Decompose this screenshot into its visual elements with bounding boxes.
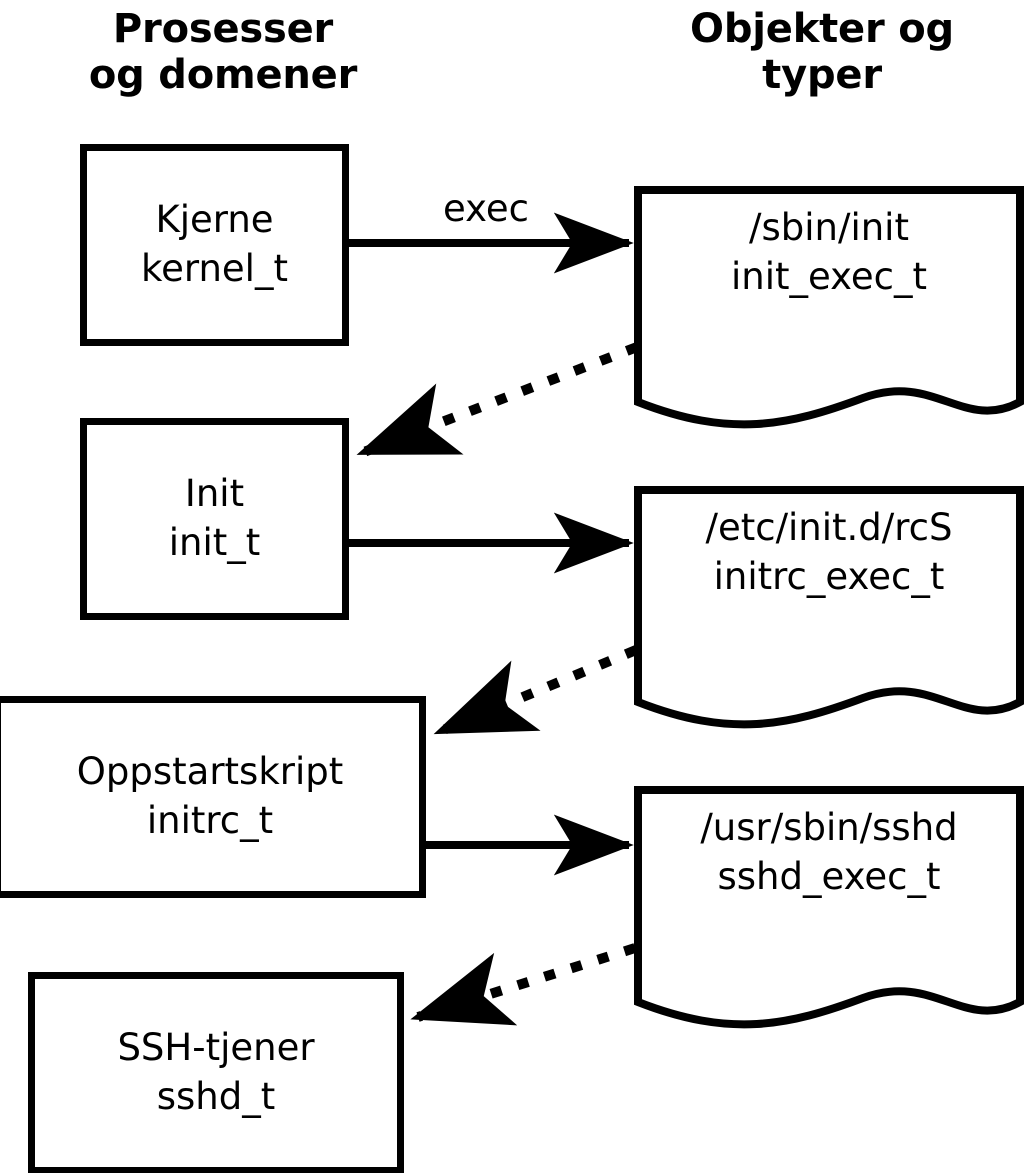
- edge-label-exec: exec: [443, 187, 529, 230]
- edge-init-exec-to-init: [356, 342, 639, 457]
- object-node-init-exec[interactable]: /sbin/init init_exec_t: [634, 186, 1024, 434]
- process-node-kernel-type: kernel_t: [141, 247, 288, 290]
- process-node-init-label: Init: [184, 472, 245, 516]
- process-node-sshd[interactable]: SSH-tjener sshd_t: [28, 972, 404, 1173]
- process-node-initrc-type: initrc_t: [146, 799, 274, 842]
- process-node-sshd-label: SSH-tjener: [117, 1026, 315, 1070]
- process-node-init-type: init_t: [168, 521, 261, 564]
- document-shape-icon: [634, 486, 1024, 729]
- process-node-initrc[interactable]: Oppstartskript initrc_t: [0, 696, 426, 898]
- process-node-kernel[interactable]: Kjerne kernel_t: [80, 144, 349, 346]
- process-node-sshd-type: sshd_t: [156, 1075, 276, 1118]
- document-shape-icon: [634, 786, 1024, 1029]
- column-header-processes: Prosesser og domener: [88, 6, 358, 98]
- document-shape-icon: [634, 186, 1024, 429]
- process-node-kernel-label: Kjerne: [155, 198, 274, 242]
- object-node-sshd-exec[interactable]: /usr/sbin/sshd sshd_exec_t: [634, 786, 1024, 1034]
- edge-initrc-exec-to-initrc: [433, 645, 638, 736]
- object-node-initrc-exec[interactable]: /etc/init.d/rcS initrc_exec_t: [634, 486, 1024, 734]
- process-node-init[interactable]: Init init_t: [80, 418, 349, 620]
- process-node-initrc-label: Oppstartskript: [76, 750, 344, 794]
- edge-sshd-exec-to-sshd: [410, 943, 637, 1026]
- column-header-objects: Objekter og typer: [690, 6, 954, 98]
